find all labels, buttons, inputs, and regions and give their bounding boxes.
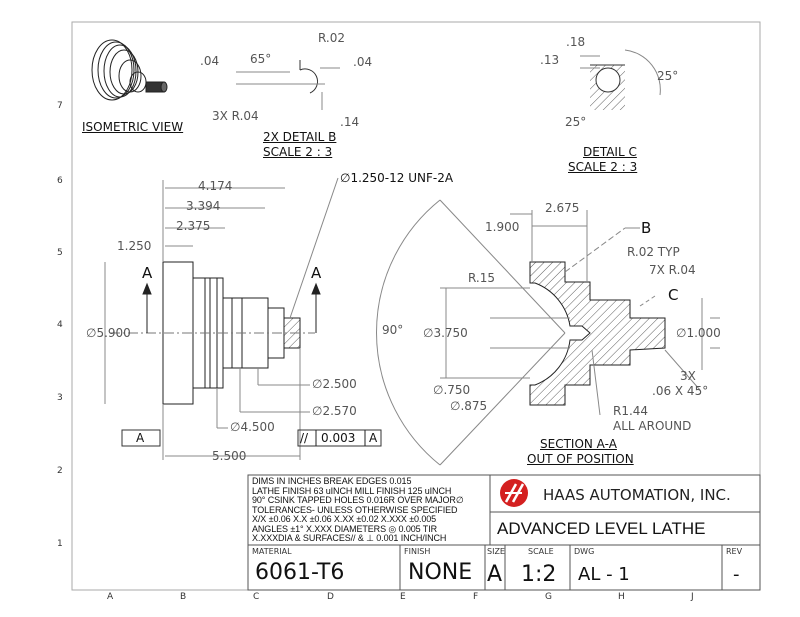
grid-col: G bbox=[545, 592, 552, 602]
section-geometry bbox=[376, 199, 720, 466]
dim-text: R1.44 bbox=[613, 404, 649, 418]
dim-text: 7X R.04 bbox=[649, 263, 696, 277]
dim-text: ∅3.750 bbox=[423, 326, 468, 340]
size-value: A bbox=[487, 562, 503, 587]
material-value: 6061-T6 bbox=[255, 560, 345, 585]
dim-text: 1.250 bbox=[117, 239, 152, 253]
title-block-lines bbox=[247, 474, 761, 591]
size-label: SIZE bbox=[487, 547, 505, 556]
rev-label: REV bbox=[726, 547, 743, 556]
grid-col: E bbox=[400, 592, 406, 602]
dwg-label: DWG bbox=[574, 547, 595, 556]
dim-text: ∅1.000 bbox=[676, 326, 721, 340]
detail-b-scale: SCALE 2 : 3 bbox=[263, 145, 333, 159]
grid-col: J bbox=[691, 592, 694, 602]
dim-text: ∅2.570 bbox=[312, 404, 357, 418]
dim-text: 65° bbox=[250, 52, 272, 66]
dwg-value: AL - 1 bbox=[578, 564, 630, 585]
dim-text: 3X R.04 bbox=[212, 109, 259, 123]
callout-b: B bbox=[641, 219, 652, 237]
section-subtitle: OUT OF POSITION bbox=[527, 452, 634, 466]
dim-text: 5.500 bbox=[212, 449, 247, 463]
material-label: MATERIAL bbox=[252, 547, 292, 556]
grid-col: A bbox=[107, 592, 114, 602]
parallelism-symbol: // bbox=[300, 431, 309, 445]
dim-text: 4.174 bbox=[198, 179, 233, 193]
rev-value: - bbox=[733, 564, 740, 585]
dim-text: .18 bbox=[566, 35, 586, 49]
dim-text: ∅2.500 bbox=[312, 377, 357, 391]
finish-value: NONE bbox=[408, 560, 473, 585]
grid-row: 5 bbox=[57, 248, 63, 258]
finish-label: FINISH bbox=[404, 547, 431, 556]
isometric-part bbox=[91, 39, 168, 101]
dim-text: ∅4.500 bbox=[230, 420, 275, 434]
section-mark: A bbox=[142, 264, 153, 282]
callout-c: C bbox=[668, 286, 679, 304]
haas-logo bbox=[500, 479, 528, 507]
dim-text: .14 bbox=[340, 115, 360, 129]
dim-text: 25° bbox=[657, 69, 679, 83]
scale-value: 1:2 bbox=[521, 562, 557, 587]
dim-text: R.15 bbox=[468, 271, 495, 285]
note-line: X/X ±0.06 X.X ±0.06 X.XX ±0.02 X.XXX ±0.… bbox=[252, 514, 437, 524]
detail-c-scale: SCALE 2 : 3 bbox=[568, 160, 638, 174]
dim-text: 3.394 bbox=[186, 199, 221, 213]
dim-text: 1.900 bbox=[485, 220, 520, 234]
tolerance-value: 0.003 bbox=[321, 431, 356, 445]
dim-text: R.02 bbox=[318, 31, 345, 45]
dim-text: .04 bbox=[200, 54, 220, 68]
note-line: X.XXXDIA & SURFACES// & ⊥ 0.001 INCH/INC… bbox=[252, 533, 447, 543]
dim-text: ALL AROUND bbox=[613, 419, 692, 433]
detail-c-geometry bbox=[580, 49, 661, 110]
dim-text: .06 X 45° bbox=[652, 384, 709, 398]
dim-text: 2.375 bbox=[176, 219, 211, 233]
isometric-view-label: ISOMETRIC VIEW bbox=[82, 120, 184, 134]
grid-col: D bbox=[327, 592, 334, 602]
company-name: HAAS AUTOMATION, INC. bbox=[543, 486, 731, 504]
dim-text: .04 bbox=[353, 55, 373, 69]
tolerance-datum: A bbox=[369, 431, 378, 445]
note-line: TOLERANCES- UNLESS OTHERWISE SPECIFIED bbox=[252, 504, 458, 515]
grid-row: 6 bbox=[57, 176, 63, 186]
detail-c-title: DETAIL C bbox=[583, 145, 637, 159]
dim-text: ∅5.900 bbox=[86, 326, 131, 340]
detail-b-geometry bbox=[236, 60, 340, 110]
note-line: ANGLES ±1° X.XXX DIAMETERS ◎ 0.005 TIR bbox=[252, 523, 437, 534]
dim-text: .13 bbox=[540, 53, 560, 67]
grid-col: H bbox=[618, 592, 625, 602]
grid-row: 1 bbox=[57, 539, 63, 549]
grid-row: 4 bbox=[57, 320, 63, 330]
grid-row: 3 bbox=[57, 393, 63, 403]
dim-text: ∅.875 bbox=[450, 399, 488, 413]
datum-a: A bbox=[136, 431, 145, 445]
dim-text: 2.675 bbox=[545, 201, 580, 215]
grid-row: 7 bbox=[57, 101, 63, 111]
grid-col: C bbox=[253, 592, 260, 602]
general-notes: DIMS IN INCHES BREAK EDGES 0.015 LATHE F… bbox=[252, 476, 464, 544]
grid-col: B bbox=[180, 592, 187, 602]
dim-text: ∅.750 bbox=[433, 383, 471, 397]
grid-row: 2 bbox=[57, 466, 63, 476]
dim-text: 3X bbox=[680, 369, 696, 383]
side-view-geometry bbox=[104, 177, 382, 460]
grid-col: F bbox=[473, 592, 479, 602]
section-title: SECTION A-A bbox=[540, 437, 617, 451]
note-line: 90° CSINK TAPPED HOLES 0.016R OVER MAJOR… bbox=[252, 495, 464, 505]
dim-text: 25° bbox=[565, 115, 587, 129]
detail-b-title: 2X DETAIL B bbox=[263, 130, 337, 144]
dim-text: R.02 TYP bbox=[627, 245, 680, 259]
thread-callout: ∅1.250-12 UNF-2A bbox=[340, 171, 454, 185]
drawing-title: ADVANCED LEVEL LATHE bbox=[497, 519, 706, 538]
scale-label: SCALE bbox=[528, 547, 554, 556]
note-line: LATHE FINISH 63 uINCH MILL FINISH 125 uI… bbox=[252, 485, 452, 496]
dim-text: 90° bbox=[382, 323, 404, 337]
section-mark: A bbox=[311, 264, 322, 282]
note-line: DIMS IN INCHES BREAK EDGES 0.015 bbox=[252, 476, 412, 486]
